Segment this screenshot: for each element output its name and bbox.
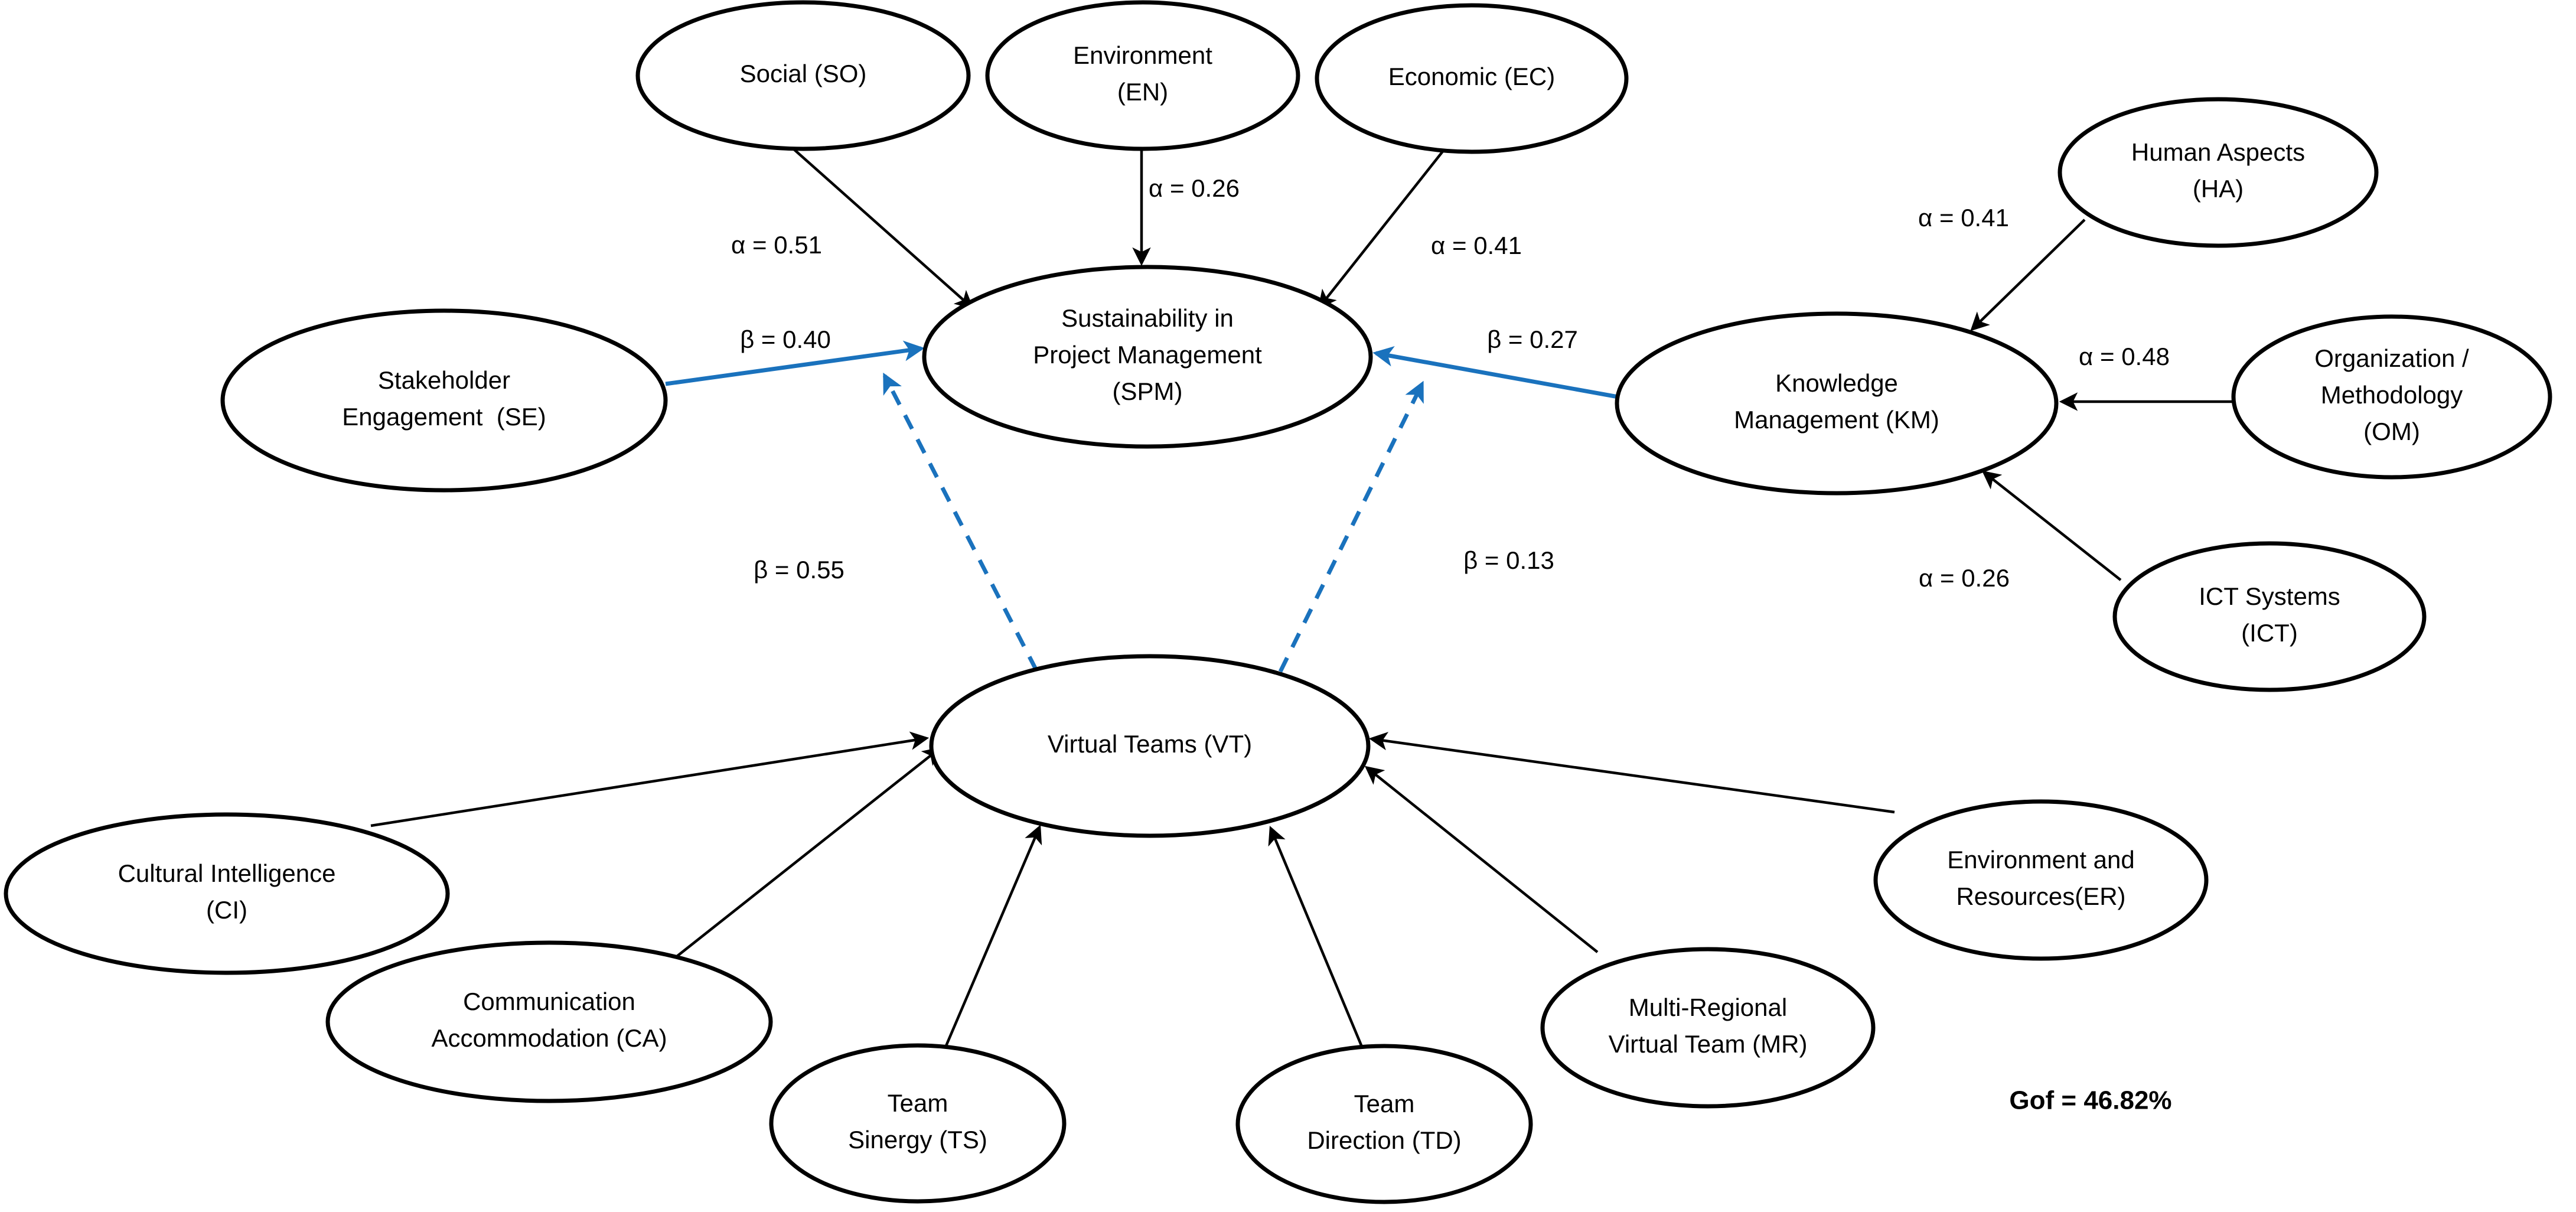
node-label-ts-line1: Team <box>888 1089 948 1117</box>
edges-layer <box>370 146 2234 1048</box>
node-label-td-line2: Direction (TD) <box>1307 1126 1461 1154</box>
node-label-en-line2: (EN) <box>1117 78 1168 106</box>
node-label-mr-line1: Multi-Regional <box>1629 993 1787 1021</box>
edge-label-km-spm: β = 0.27 <box>1487 325 1578 353</box>
node-shape-ca <box>325 940 773 1103</box>
node-vt[interactable]: Virtual Teams (VT) <box>929 654 1371 838</box>
node-ict[interactable]: ICT Systems (ICT) <box>2112 541 2427 692</box>
edge-label-vt-spm: β = 0.55 <box>754 556 844 584</box>
node-label-ca-line2: Accommodation (CA) <box>431 1024 667 1052</box>
node-label-en-line1: Environment <box>1073 41 1212 69</box>
node-label-km-line1: Knowledge <box>1775 369 1898 397</box>
node-shape-ha <box>2057 97 2379 248</box>
node-label-ts-line2: Sinergy (TS) <box>848 1126 987 1154</box>
node-label-om-line1: Organization / <box>2314 344 2469 372</box>
node-ha[interactable]: Human Aspects (HA) <box>2057 97 2379 248</box>
node-shape-so <box>635 0 971 151</box>
node-label-er-line2: Resources(ER) <box>1956 882 2125 910</box>
node-en[interactable]: Environment (EN) <box>985 0 1300 151</box>
node-shape-km <box>1615 311 2059 496</box>
edge-label-ict-km: α = 0.26 <box>1919 564 2010 592</box>
edge-ec-spm <box>1318 146 1447 309</box>
edge-ca-vt <box>672 747 942 960</box>
node-label-ha-line1: Human Aspects <box>2131 138 2305 166</box>
node-label-er-line1: Environment and <box>1947 846 2135 874</box>
node-label-ict-line1: ICT Systems <box>2199 582 2340 610</box>
node-shape-ec <box>1315 3 1629 154</box>
edge-label-om-km: α = 0.48 <box>2079 343 2170 370</box>
node-shape-en <box>985 0 1300 151</box>
node-shape-mr <box>1540 947 1876 1109</box>
node-ec[interactable]: Economic (EC) <box>1315 3 1629 154</box>
edge-ha-km <box>1970 219 2086 331</box>
node-label-se-line2: Engagement (SE) <box>342 403 546 431</box>
node-label-vt-line1: Virtual Teams (VT) <box>1048 730 1252 758</box>
node-label-ca-line1: Communication <box>463 988 635 1015</box>
node-label-ec-line1: Economic (EC) <box>1388 63 1555 90</box>
node-shape-ict <box>2112 541 2427 692</box>
node-shape-er <box>1873 799 2209 961</box>
edge-ict-km <box>1981 470 2122 581</box>
edge-er-vt <box>1368 732 1895 814</box>
node-label-om-line2: Methodology <box>2321 381 2463 409</box>
node-label-km-line2: Management (KM) <box>1734 406 1939 434</box>
node-ci[interactable]: Cultural Intelligence (CI) <box>4 812 450 975</box>
node-shape-ts <box>769 1043 1067 1204</box>
node-label-om-line3: (OM) <box>2363 418 2420 445</box>
edge-km-spm <box>1372 346 1619 399</box>
edge-label-en-spm: α = 0.26 <box>1149 174 1240 202</box>
node-label-spm-line1: Sustainability in <box>1061 304 1234 332</box>
node-shape-ci <box>4 812 450 975</box>
node-spm[interactable]: Sustainability in Project Management (SPM) <box>922 265 1373 449</box>
edge-labels-layer: α = 0.51 α = 0.26 α = 0.41 α = 0.41 α = 0.48… <box>731 174 2170 592</box>
edge-td-vt <box>1268 826 1364 1047</box>
node-shape-vt <box>929 654 1371 838</box>
nodes-layer: Social (SO) Environment (EN) Economic (EC) H… <box>4 0 2552 1204</box>
node-shape-om <box>2231 314 2552 480</box>
edge-label-se-spm: β = 0.40 <box>740 325 831 353</box>
node-label-td-line1: Team <box>1354 1090 1415 1117</box>
node-label-ict-line2: (ICT) <box>2241 619 2298 647</box>
edge-ci-vt <box>370 731 930 827</box>
node-label-mr-line2: Virtual Team (MR) <box>1609 1030 1808 1058</box>
node-shape-td <box>1235 1044 1533 1204</box>
edge-se-spm <box>665 340 925 386</box>
node-shape-spm <box>922 265 1373 449</box>
edge-label-ha-km: α = 0.41 <box>1918 204 2009 232</box>
node-label-so-line1: Social (SO) <box>740 60 867 87</box>
node-label-ci-line1: Cultural Intelligence <box>118 859 336 887</box>
goodness-of-fit-label: Gof = 46.82% <box>2009 1086 2171 1115</box>
edge-mr-vt <box>1364 765 1599 953</box>
node-shape-se <box>220 308 668 493</box>
edge-so-spm <box>790 146 974 309</box>
node-label-se-line1: Stakeholder <box>378 366 510 394</box>
node-label-ci-line2: (CI) <box>206 896 247 924</box>
node-label-ha-line2: (HA) <box>2193 175 2244 203</box>
edge-label-ec-spm: α = 0.41 <box>1431 232 1522 259</box>
edge-vt-km <box>1278 380 1424 673</box>
edge-vt-spm <box>882 372 1039 672</box>
node-so[interactable]: Social (SO) <box>635 0 971 151</box>
edge-ts-vt <box>944 825 1042 1048</box>
node-om[interactable]: Organization / Methodology (OM) <box>2231 314 2552 480</box>
edge-label-so-spm: α = 0.51 <box>731 231 822 259</box>
edge-label-vt-km: β = 0.13 <box>1463 546 1554 574</box>
node-label-spm-line3: (SPM) <box>1113 377 1183 405</box>
node-label-spm-line2: Project Management <box>1033 341 1262 369</box>
